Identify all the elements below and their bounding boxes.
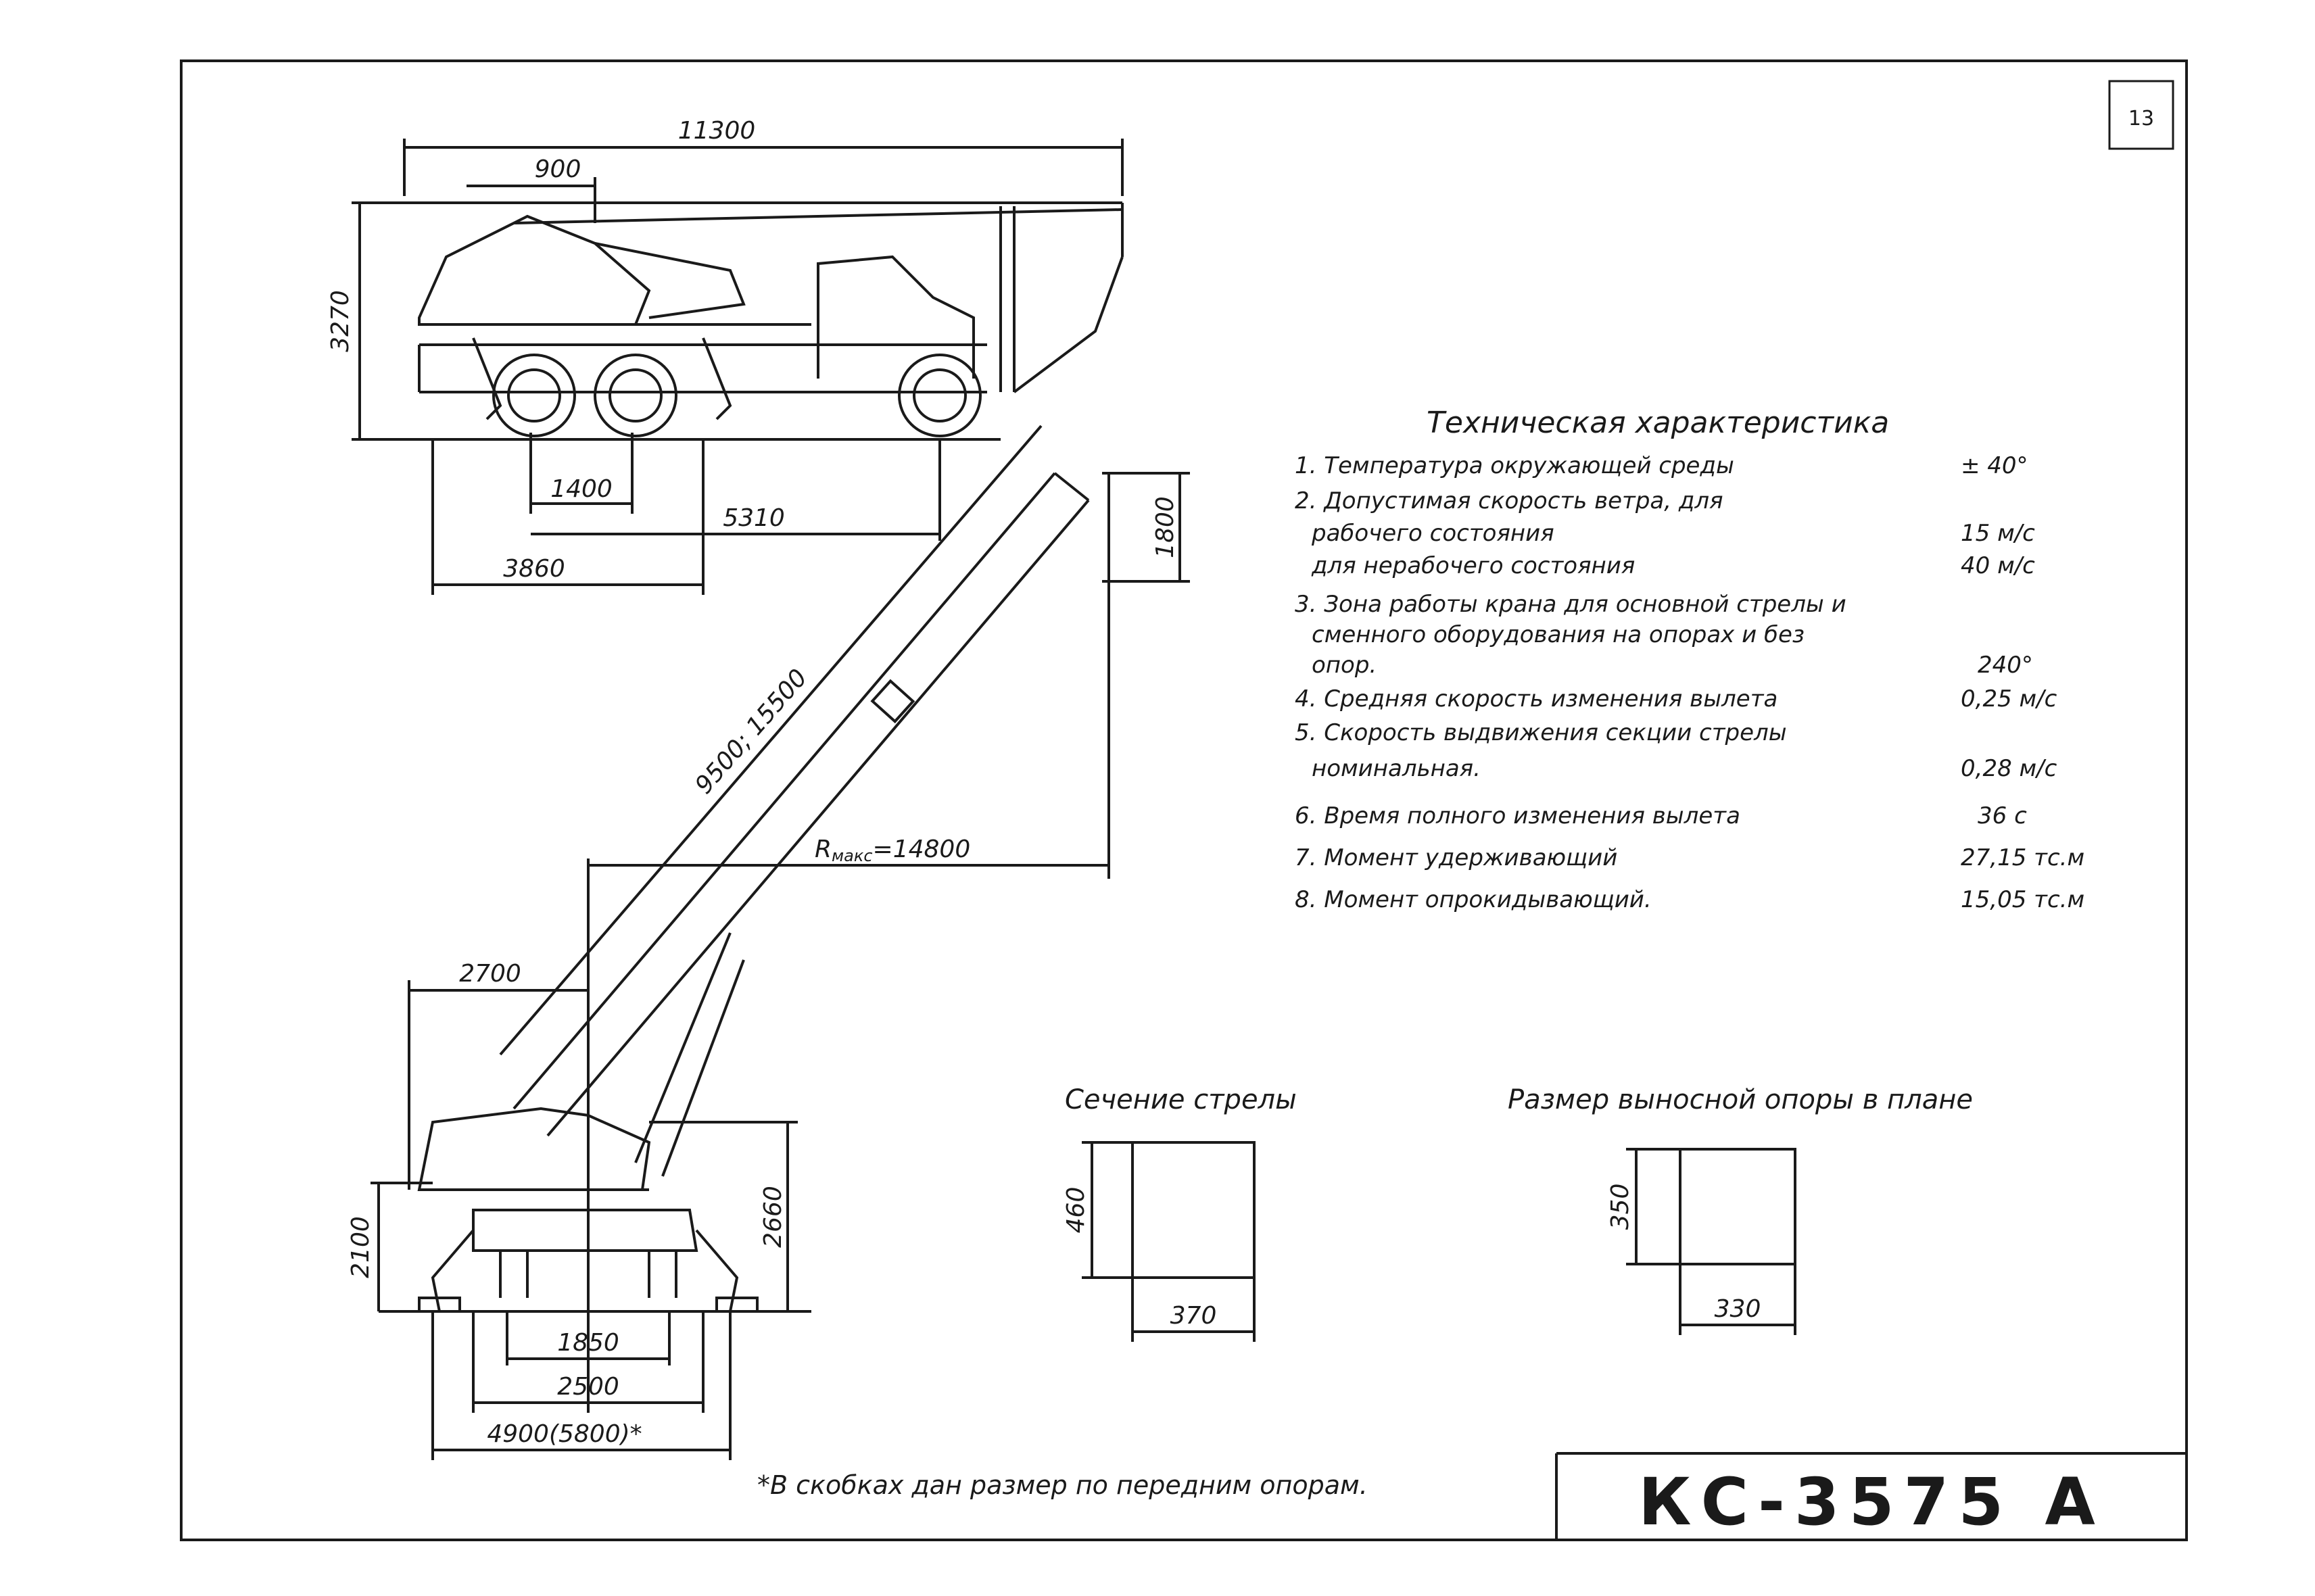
dim-height: 3270	[327, 290, 354, 352]
spec-label: 3. Зона работы крана для основной стрелы…	[1295, 591, 1846, 618]
spec-label: 4. Средняя скорость изменения вылета	[1295, 685, 1777, 712]
spec-value: 240°	[1978, 652, 2033, 679]
spec-label: 5. Скорость выдвижения секции стрелы	[1295, 719, 1787, 746]
spec-value: 0,28 м/с	[1961, 755, 2057, 782]
boom-section-detail	[1082, 1141, 1256, 1342]
spec-label: 1. Температура окружающей среды	[1295, 452, 1734, 479]
spec-value: 27,15 тс.м	[1961, 844, 2084, 871]
outrigger-pad-title: Размер выносной опоры в плане	[1508, 1084, 1973, 1115]
spec-value: 36 с	[1978, 802, 2027, 829]
crane-working-view	[371, 425, 1190, 1460]
dim-outrigger-height-right: 2660	[759, 1186, 787, 1248]
specs-title: Техническая характеристика	[1427, 406, 1889, 440]
boom-section-height: 460	[1062, 1187, 1090, 1234]
spec-value: 0,25 м/с	[1961, 685, 2057, 712]
spec-label: рабочего состояния	[1311, 520, 1554, 547]
boom-section-title: Сечение стрелы	[1065, 1084, 1297, 1115]
spec-value: ± 40°	[1961, 452, 2028, 479]
dim-front-overhang: 900	[535, 155, 581, 183]
spec-label: 6. Время полного изменения вылета	[1295, 802, 1740, 829]
spec-label: сменного оборудования на опорах и без	[1312, 621, 1805, 648]
specs-table: 1. Температура окружающей среды ± 40° 2.…	[1295, 452, 2084, 913]
truck-side-view	[352, 139, 1124, 595]
spec-value: 15,05 тс.м	[1961, 886, 2084, 913]
page-number: 13	[2128, 107, 2154, 130]
dim-hook-drop: 1800	[1151, 496, 1179, 558]
dim-rear-to-outrigger: 3860	[503, 555, 565, 583]
footnote: *В скобках дан размер по передним опорам…	[757, 1470, 1368, 1500]
spec-label: опор.	[1312, 652, 1377, 679]
spec-value: 15 м/с	[1961, 520, 2035, 547]
dim-base-4900: 4900(5800)*	[487, 1420, 642, 1448]
dim-wheelbase: 5310	[723, 504, 785, 532]
spec-label: 8. Момент опрокидывающий.	[1295, 886, 1652, 913]
spec-label: номинальная.	[1312, 755, 1481, 782]
dim-tail-radius: 2700	[459, 960, 521, 988]
outrigger-pad-detail	[1626, 1148, 1796, 1335]
spec-label: для нерабочего состояния	[1311, 552, 1635, 579]
dim-overall-length: 11300	[678, 117, 756, 145]
outrigger-pad-width: 330	[1715, 1295, 1761, 1323]
dim-base-2500: 2500	[557, 1373, 619, 1401]
spec-label: 2. Допустимая скорость ветра, для	[1295, 487, 1723, 514]
boom-section-width: 370	[1170, 1302, 1217, 1330]
dim-base-1850: 1850	[557, 1329, 619, 1357]
sheet-frame	[180, 59, 2188, 1541]
dim-outrigger-height-left: 2100	[347, 1216, 375, 1278]
model-designation: КС-3575 А	[1638, 1464, 2105, 1540]
outrigger-pad-height: 350	[1606, 1184, 1634, 1230]
spec-label: 7. Момент удерживающий	[1295, 844, 1617, 871]
spec-value: 40 м/с	[1961, 552, 2035, 579]
dim-max-radius: Rмакс=14800	[815, 836, 970, 865]
dim-rear-axle-spacing: 1400	[550, 475, 613, 503]
